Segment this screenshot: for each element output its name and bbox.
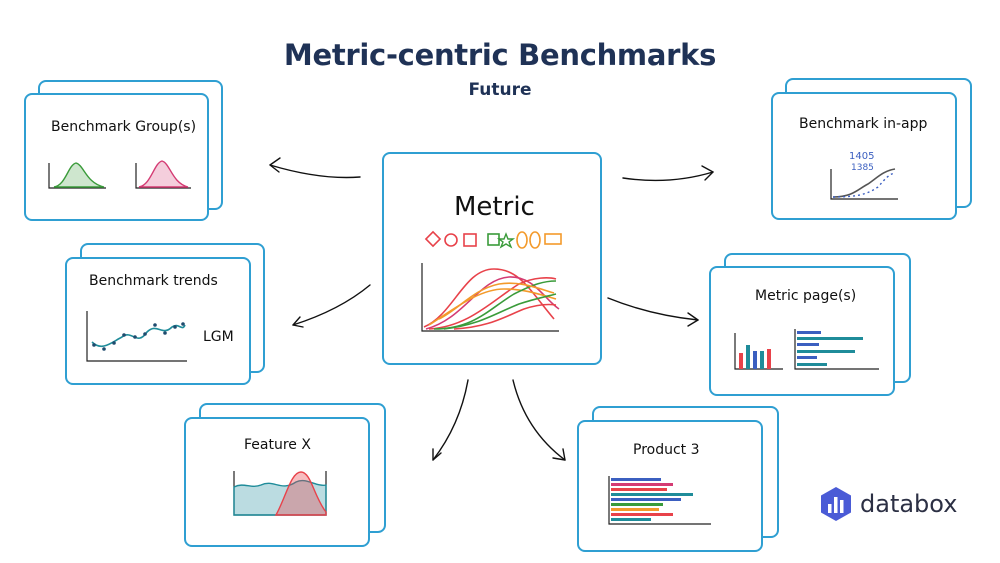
feature-label: Feature X <box>244 437 311 453</box>
rectangle-icon <box>544 233 562 245</box>
metric-card[interactable]: Metric <box>382 152 602 365</box>
benchmark-group-card[interactable]: Benchmark Group(s) <box>24 93 209 221</box>
metric-shape-icons <box>424 230 562 249</box>
square-icon <box>487 233 500 246</box>
square-icon <box>463 233 477 247</box>
metric-pages-charts <box>734 329 879 370</box>
in-app-label: Benchmark in-app <box>799 116 928 132</box>
oval-icon <box>529 231 541 249</box>
databox-logo-icon <box>821 487 851 521</box>
metric-label: Metric <box>454 192 535 222</box>
product-bar-chart <box>608 476 711 525</box>
in-app-value-bottom: 1385 <box>851 163 874 173</box>
product-card[interactable]: Product 3 <box>577 420 763 552</box>
product-label: Product 3 <box>633 442 700 458</box>
in-app-card[interactable]: Benchmark in-app 1405 1385 <box>771 92 957 220</box>
benchmark-trends-chart <box>86 311 187 362</box>
feature-area-chart <box>233 471 327 516</box>
page-subtitle: Future <box>468 80 532 100</box>
arrow-to-product <box>512 379 566 461</box>
feature-card[interactable]: Feature X <box>184 417 370 547</box>
arrow-to-metric-pages <box>607 297 699 321</box>
star-icon <box>496 232 516 249</box>
databox-logo: databox <box>820 486 957 522</box>
benchmark-trends-label: Benchmark trends <box>89 273 218 289</box>
arrow-to-in-app <box>622 171 714 182</box>
circle-icon <box>444 233 458 247</box>
arrow-to-benchmark-group <box>269 164 361 179</box>
lgm-annotation: LGM <box>203 329 234 345</box>
oval-icon <box>516 231 528 249</box>
metric-pages-label: Metric page(s) <box>755 288 857 304</box>
databox-logo-text: databox <box>860 490 958 518</box>
arrow-to-feature <box>432 379 469 461</box>
arrow-to-benchmark-trends <box>292 284 371 326</box>
in-app-value-top: 1405 <box>849 151 875 162</box>
metric-pages-card[interactable]: Metric page(s) <box>709 266 895 396</box>
benchmark-group-distribution-charts <box>48 160 191 189</box>
metric-line-chart <box>421 263 560 332</box>
benchmark-trends-card[interactable]: Benchmark trends LGM <box>65 257 251 385</box>
page-title: Metric-centric Benchmarks <box>283 38 717 72</box>
diamond-icon <box>424 230 442 248</box>
benchmark-group-label: Benchmark Group(s) <box>51 119 197 135</box>
in-app-chart <box>830 168 898 200</box>
